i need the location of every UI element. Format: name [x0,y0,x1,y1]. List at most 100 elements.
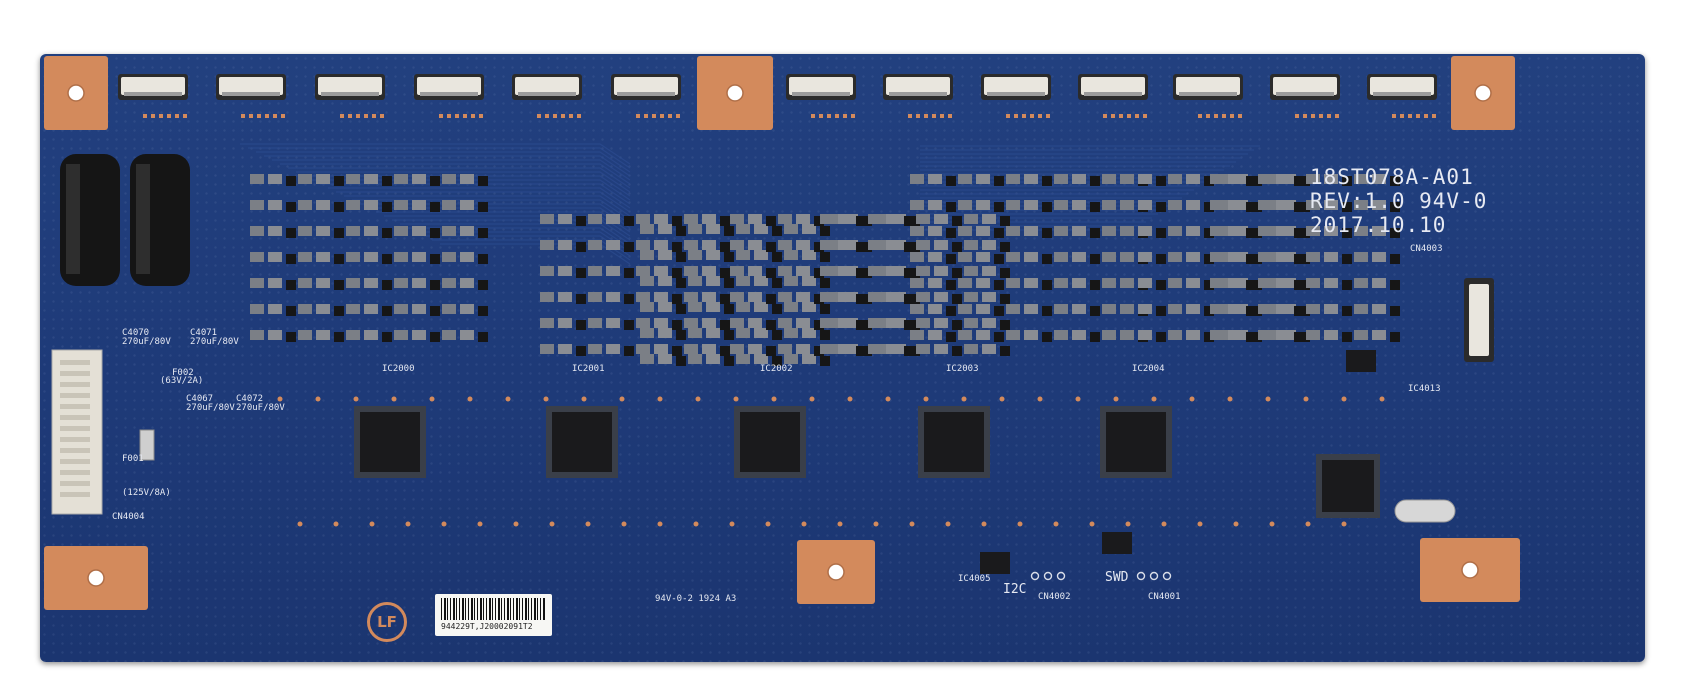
cn4001-label: CN4001 [1148,592,1181,602]
smd-resistor [1186,304,1200,314]
mosfet [766,294,776,304]
smd-pad [1432,114,1436,118]
c4071-label: C4071 [190,328,218,338]
smd-resistor [442,200,456,210]
mosfet [904,320,914,330]
smd-resistor [1258,252,1272,262]
mosfet [1156,306,1166,316]
mosfet [624,216,634,226]
smd-resistor [654,240,668,250]
smd-resistor [820,240,834,250]
smd-resistor [838,292,852,302]
mosfet [1042,254,1052,264]
mosfet [814,216,824,226]
test-point [405,521,411,527]
mosfet [672,320,682,330]
smd-resistor [1006,252,1020,262]
smd-pad [644,114,648,118]
smd-resistor [748,344,762,354]
smd-resistor [316,278,330,288]
pcb-trace [296,171,631,193]
smd-resistor [1372,304,1386,314]
test-point [765,521,771,527]
mosfet [576,242,586,252]
test-point [1303,396,1309,402]
mosfet [1342,176,1352,186]
mosfet [904,216,914,226]
smd-resistor [298,226,312,236]
soic-chip [980,552,1010,574]
mosfet [1246,202,1256,212]
test-point [945,521,951,527]
mosfet [820,304,830,314]
smd-resistor [250,226,264,236]
smd-resistor [394,278,408,288]
smd-resistor [298,252,312,262]
test-point [277,396,283,402]
smd-resistor [1138,226,1152,236]
fpc-connector-latch [420,92,478,96]
smd-resistor [1228,200,1242,210]
smd-pad [916,114,920,118]
smd-resistor [588,214,602,224]
mosfet [676,252,686,262]
smd-resistor [1354,330,1368,340]
test-point [1227,396,1233,402]
connector-pin [60,437,90,442]
pcb-trace [344,195,631,217]
smd-resistor [868,344,882,354]
smd-pad [843,114,847,118]
test-point [513,521,519,527]
smd-pad [1206,114,1210,118]
fpc-connector-body [984,77,1048,95]
smd-resistor [460,252,474,262]
smd-resistor [748,318,762,328]
smd-resistor [1024,278,1038,288]
smd-resistor [394,200,408,210]
smd-pad [1222,114,1226,118]
smd-resistor [412,278,426,288]
mosfet [1252,228,1262,238]
mosfet [286,332,296,342]
mosfet [672,242,682,252]
test-point [693,521,699,527]
mosfet [672,294,682,304]
smd-resistor [964,318,978,328]
header-hole [1162,571,1172,581]
smd-resistor [298,278,312,288]
test-point [1197,521,1203,527]
connector-pin [60,459,90,464]
smd-resistor [268,278,282,288]
smd-resistor [1138,330,1152,340]
mosfet [772,226,782,236]
fpc-connector-latch [321,92,379,96]
smd-resistor [1138,200,1152,210]
fpc-connector-body [789,77,853,95]
smd-pad [348,114,352,118]
test-point [1075,396,1081,402]
smd-resistor [784,250,798,260]
smd-resistor [1354,252,1368,262]
smd-resistor [796,318,810,328]
mosfet [676,226,686,236]
smd-resistor [706,328,720,338]
test-point [729,521,735,527]
cn4004-label: CN4004 [112,512,145,522]
smd-pad [1295,114,1299,118]
smd-pad [811,114,815,118]
mosfet [772,252,782,262]
smd-pad [463,114,467,118]
smd-pad [447,114,451,118]
mosfet [382,176,392,186]
test-point [477,521,483,527]
mosfet [286,228,296,238]
smd-resistor [976,304,990,314]
mosfet [720,320,730,330]
smd-resistor [658,224,672,234]
fpc-connector-latch [792,92,850,96]
test-point [909,521,915,527]
smd-resistor [588,266,602,276]
mosfet [576,320,586,330]
smd-resistor [778,318,792,328]
smd-resistor [364,330,378,340]
